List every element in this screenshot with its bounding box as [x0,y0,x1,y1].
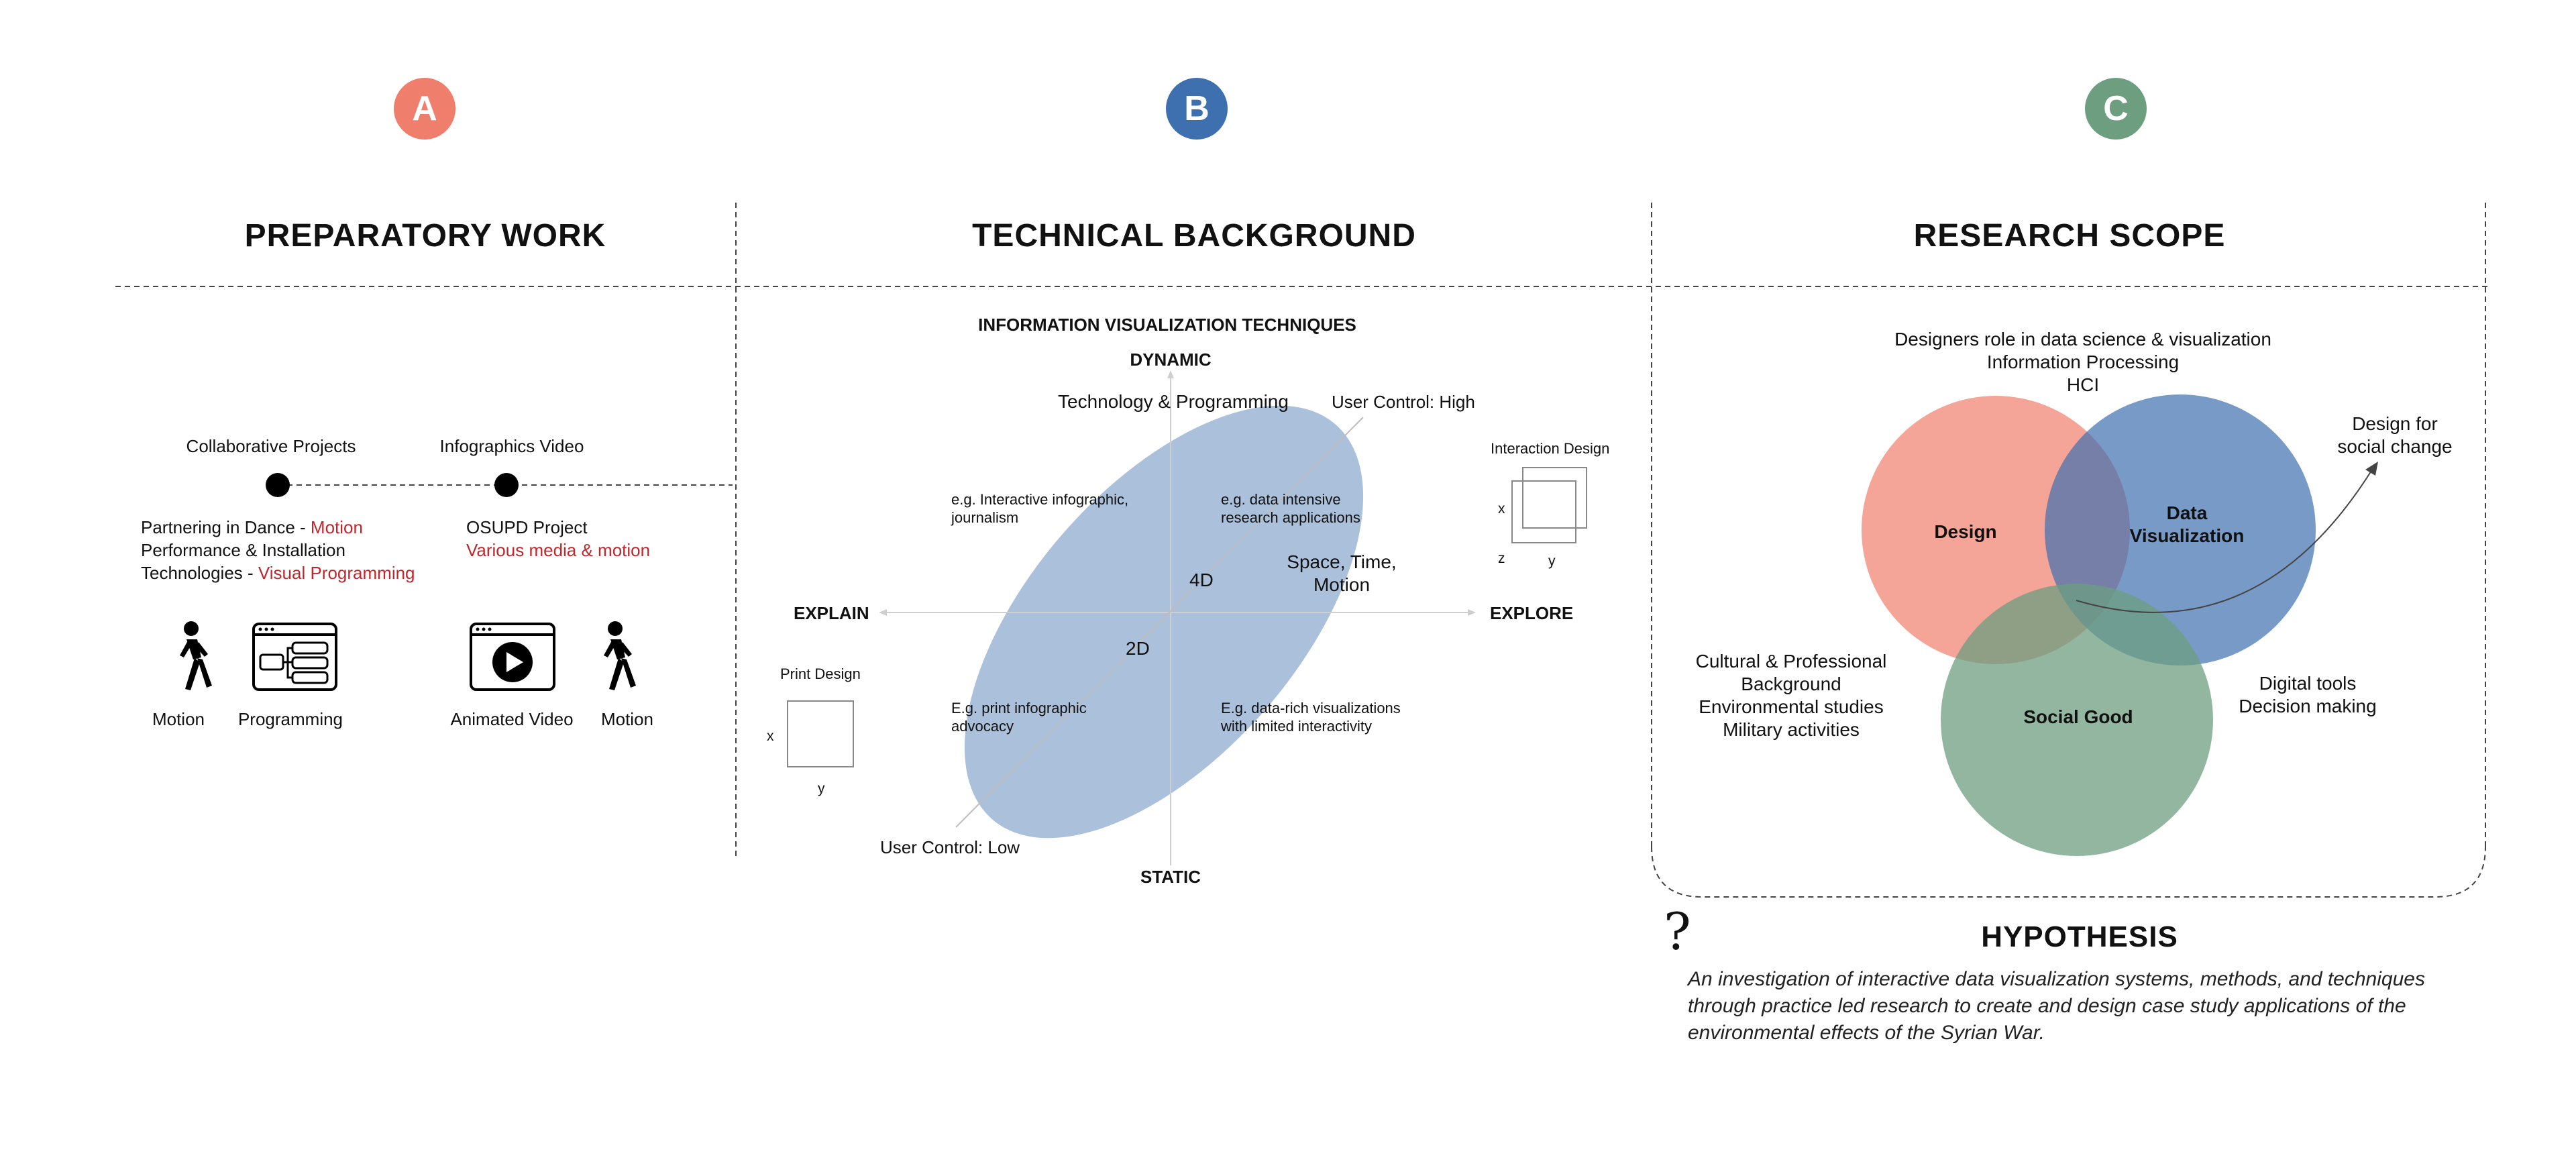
quadrant-top-right-line2: research applications [1221,509,1360,526]
section-badge-a: A [394,78,455,140]
walking-person-icon [180,621,212,690]
project-osupd-highlight: Various media & motion [466,540,651,560]
interaction-design-x: x [1498,501,1505,517]
hypothesis-line2: through practice led research to create … [1688,995,2406,1017]
icon-label-animated-video: Animated Video [450,709,574,729]
interaction-design-y: y [1548,553,1556,569]
timeline-dot-1 [266,473,290,497]
axis-label-static: STATIC [1140,867,1201,887]
project-dance-highlight-motion: Motion [310,517,363,537]
axis-label-explain: EXPLAIN [794,603,869,623]
quadrant-top-right-line1: e.g. data intensive [1221,491,1341,508]
scope-left-line3: Environmental studies [1699,696,1884,717]
techniques-ellipse [964,405,1364,839]
interaction-design-square-back [1522,467,1587,529]
hypothesis-text: An investigation of interactive data vis… [1688,966,2425,1047]
print-design-x: x [767,729,774,744]
venn-label-dataviz-line1: Data [2166,502,2208,523]
timeline-label-collaborative: Collaborative Projects [186,436,356,456]
user-control-high-label: User Control: High [1332,392,1475,412]
axis-arrowhead-top [1167,370,1174,378]
venn-label-dataviz: Data Visualization [2113,502,2261,547]
scope-right-line1: Digital tools [2259,673,2357,694]
user-control-low-label: User Control: Low [880,837,1020,857]
technology-programming-label: Technology & Programming [1058,391,1289,412]
axis-diagonal [955,417,1364,828]
quadrant-top-left-line1: e.g. Interactive infographic, [951,491,1129,508]
venn-label-dataviz-line2: Visualization [2129,525,2245,546]
project-dance-line2: Performance & Installation [141,540,345,560]
social-change-arrowhead [2365,462,2378,476]
video-player-icon [470,623,555,691]
interaction-design-label: Interaction Design [1491,440,1610,457]
scope-left-description: Cultural & Professional Background Envir… [1677,650,1905,741]
project-dance-description: Partnering in Dance - Motion Performance… [141,516,415,584]
scope-box-bottom [1651,846,2486,898]
space-time-motion-line2: Motion [1313,574,1371,595]
space-time-motion-line1: Space, Time, [1287,551,1397,572]
social-change-arrow [2076,467,2374,613]
section-title-preparatory: PREPARATORY WORK [244,218,606,254]
social-change-label: Design for social change [2314,413,2475,458]
social-change-line2: social change [2337,436,2453,457]
axis-label-explore: EXPLORE [1490,603,1574,623]
section-badge-b: B [1166,78,1228,140]
section-title-scope: RESEARCH SCOPE [1913,218,2226,254]
project-dance-line3: Technologies - [141,563,258,583]
hypothesis-line3: environmental effects of the Syrian War. [1688,1022,2045,1044]
axis-arrowhead-right [1468,609,1476,616]
quadrant-bottom-right-line1: E.g. data-rich visualizations [1221,700,1401,716]
scope-left-line2: Background [1741,674,1841,694]
label-4d: 4D [1189,570,1214,590]
social-change-line1: Design for [2352,413,2438,434]
project-osupd-description: OSUPD Project Various media & motion [466,516,650,562]
interaction-design-square-front [1511,480,1576,543]
project-osupd-line1: OSUPD Project [466,517,588,537]
space-time-motion-label: Space, Time, Motion [1275,551,1409,596]
scope-top-line1: Designers role in data science & visuali… [1894,329,2271,350]
print-design-label: Print Design [780,665,861,682]
question-mark-icon: ? [1664,902,1691,961]
timeline-label-infographics: Infographics Video [439,436,584,456]
venn-circle-social [1941,584,2213,856]
hypothesis-title: HYPOTHESIS [1981,920,2178,953]
quadrant-bottom-left-line1: E.g. print infographic [951,700,1087,716]
quadrant-top-right-note: e.g. data intensive research application… [1221,490,1360,527]
quadrant-bottom-right-note: E.g. data-rich visualizations with limit… [1221,699,1401,735]
venn-label-social-good: Social Good [2023,706,2133,727]
axis-label-dynamic: DYNAMIC [1130,350,1212,370]
icon-label-motion-1: Motion [152,709,205,729]
interaction-design-z: z [1498,551,1505,566]
project-dance-line1: Partnering in Dance - [141,517,311,537]
hypothesis-line1: An investigation of interactive data vis… [1688,968,2425,990]
icon-label-programming: Programming [237,709,343,729]
print-design-y: y [818,781,825,796]
scope-right-line2: Decision making [2239,696,2377,716]
quadrant-top-left-line2: journalism [951,509,1019,526]
walking-person-icon [604,621,636,690]
scope-right-description: Digital tools Decision making [2227,672,2388,718]
quadrant-bottom-left-note: E.g. print infographic advocacy [951,699,1087,735]
quadrant-bottom-right-line2: with limited interactivity [1221,718,1372,735]
quadrant-bottom-left-line2: advocacy [951,718,1014,735]
project-dance-highlight-programming: Visual Programming [258,563,415,583]
section-badge-c: C [2085,78,2147,140]
axis-arrowhead-left [879,609,887,616]
scope-top-line3: HCI [2066,374,2100,395]
scope-top-description: Designers role in data science & visuali… [1882,328,2284,396]
scope-left-line1: Cultural & Professional [1695,651,1887,672]
timeline-dot-2 [494,473,519,497]
scope-left-line4: Military activities [1723,719,1860,740]
section-title-technical: TECHNICAL BACKGROUND [972,218,1416,254]
quadrant-top-left-note: e.g. Interactive infographic, journalism [951,490,1128,527]
venn-label-design: Design [1934,521,1997,542]
label-2d: 2D [1126,638,1150,659]
icon-label-motion-2: Motion [600,709,654,729]
print-design-square [787,700,854,767]
scope-top-line2: Information Processing [1986,352,2180,372]
programming-window-icon [252,623,337,691]
chart-title: INFORMATION VISUALIZATION TECHNIQUES [978,315,1356,335]
